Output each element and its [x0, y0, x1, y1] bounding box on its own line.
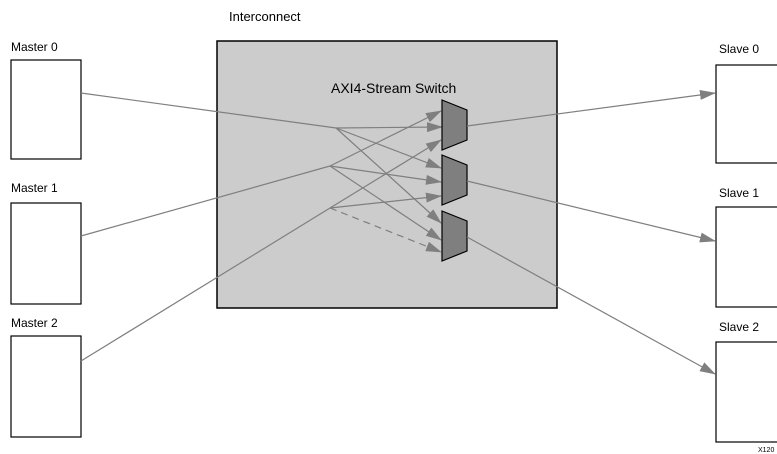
- master-0-label: Master 0: [11, 40, 58, 54]
- slave-1-block: [715, 206, 777, 308]
- master-0-block: [10, 59, 82, 160]
- master-2-line: [80, 207, 331, 362]
- slave-0-label: Slave 0: [719, 42, 759, 56]
- slave-2-label: Slave 2: [719, 320, 759, 334]
- slave-0-block: [715, 64, 777, 164]
- m0-to-mux0-arrow: [335, 122, 443, 133]
- figure-id: X120: [758, 447, 774, 454]
- mux-1-to-slave-1-arrow: [466, 180, 716, 243]
- m1-to-mux2-arrow: [329, 165, 442, 241]
- master-1-block: [10, 202, 82, 305]
- mux-0: [441, 99, 468, 151]
- slave-2-block: [715, 341, 777, 443]
- m2-to-mux1-arrow: [329, 192, 442, 209]
- slave-1-label: Slave 1: [719, 186, 759, 200]
- master-0-line: [80, 92, 337, 129]
- m0-to-mux1-arrow: [335, 127, 442, 169]
- master-2-label: Master 2: [11, 316, 58, 330]
- switch-label: AXI4-Stream Switch: [331, 80, 456, 96]
- interconnect-label: Interconnect: [229, 9, 301, 24]
- mux-2-to-slave-2-arrow: [466, 236, 716, 375]
- mux-1: [441, 154, 468, 206]
- master-1-line: [80, 165, 331, 237]
- master-1-label: Master 1: [11, 181, 58, 195]
- m2-to-mux2-dashed-arrow: [329, 207, 442, 253]
- mux-0-to-slave-0-arrow: [466, 90, 716, 127]
- m2-to-mux0-arrow: [329, 139, 442, 209]
- m0-to-mux2-arrow: [335, 127, 442, 224]
- m1-to-mux0-arrow: [329, 110, 442, 167]
- mux-2: [441, 210, 468, 262]
- master-2-block: [10, 335, 82, 438]
